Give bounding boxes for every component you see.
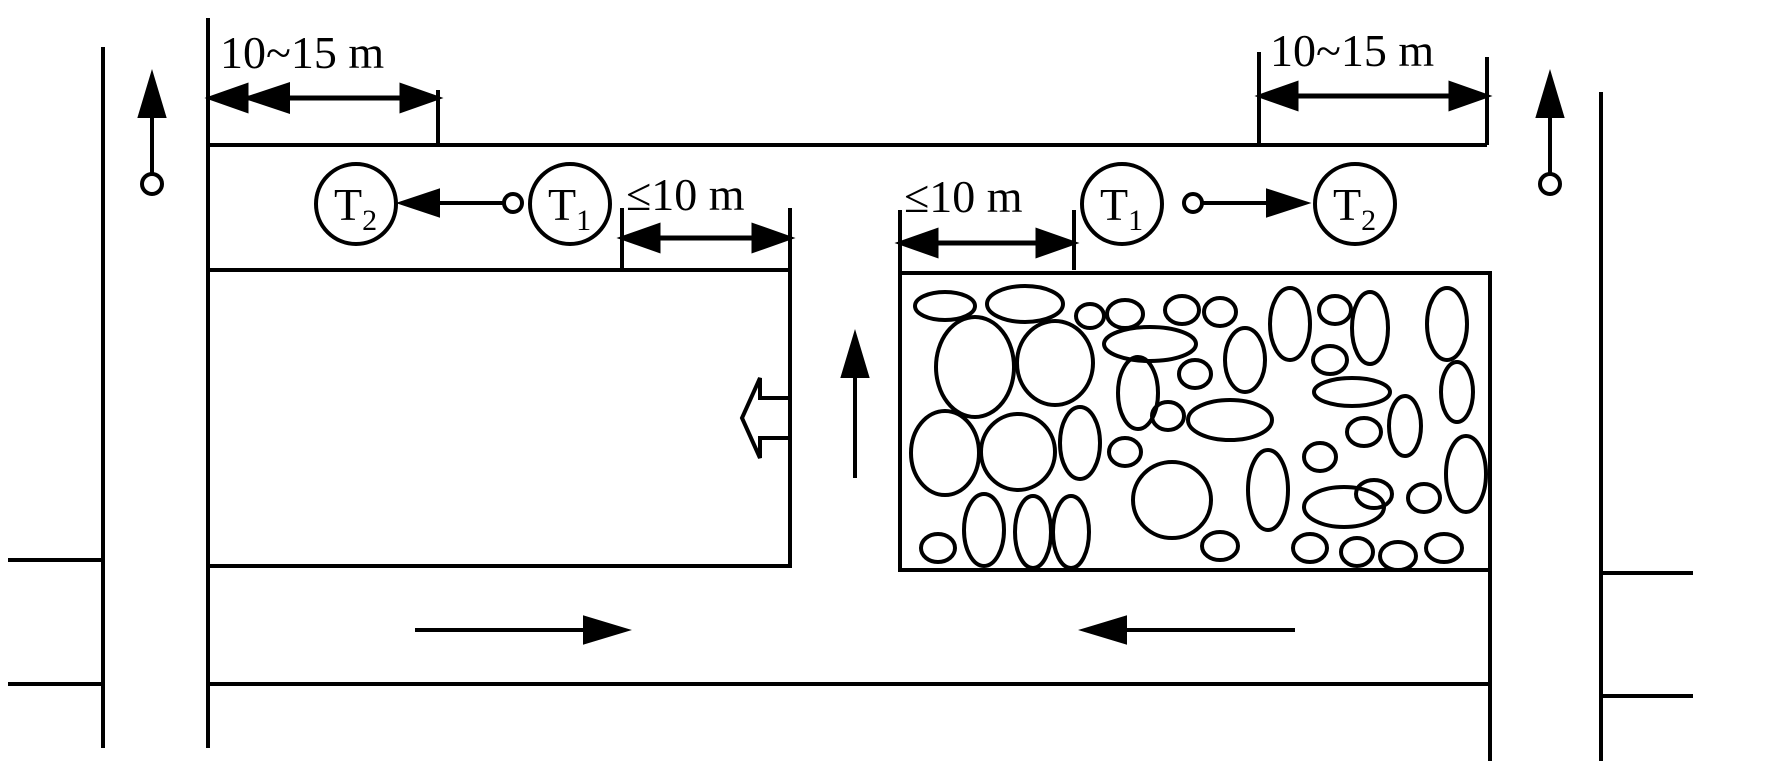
sensor-t2-right-label: T2 <box>1333 179 1376 237</box>
rubble-stone <box>1350 290 1390 366</box>
rubble-stone <box>1387 394 1423 458</box>
rubble-stone <box>1074 302 1106 330</box>
rubble-stone <box>1186 398 1274 442</box>
rubble-stone <box>909 409 981 497</box>
rubble-stone <box>1202 296 1238 328</box>
rubble-stone <box>1105 298 1145 330</box>
rubble-stone <box>1339 536 1375 568</box>
rubble-stone <box>1107 436 1143 468</box>
rubble-stone <box>1291 532 1329 564</box>
rubble-stone <box>1163 294 1201 326</box>
rubble-stone <box>913 290 977 322</box>
rubble-stone <box>1200 530 1240 562</box>
sensor-circles <box>314 162 1397 246</box>
rubble-stone <box>1102 325 1198 363</box>
rubble-stone <box>1051 494 1091 570</box>
sensor-t2-right <box>1313 162 1397 246</box>
dim-label-top-left: 10~15 m <box>220 27 384 78</box>
rubble-stone <box>919 532 957 564</box>
rubble-stone <box>1425 286 1469 362</box>
advance-direction-arrow <box>739 377 788 459</box>
sensor-t1-right <box>1080 162 1164 246</box>
rubble-stone <box>1406 482 1442 514</box>
dimension-arrows <box>204 80 1493 259</box>
rubble-stone <box>1312 376 1392 408</box>
rubble-stone <box>1131 460 1213 540</box>
rubble-stone <box>1223 326 1267 394</box>
airflow-arrows-vertical <box>137 69 1565 196</box>
airflow-arrows-bottom <box>415 615 1295 645</box>
rubble-stone <box>1177 358 1213 390</box>
rubble-stone <box>1058 405 1102 481</box>
rubble-stone <box>1317 294 1353 326</box>
rubble-stone <box>1246 448 1290 532</box>
sensor-t1-left-label: T1 <box>548 179 591 237</box>
rubble-stone <box>1439 360 1475 424</box>
rubble-stone <box>1116 355 1160 431</box>
dim-label-top-right: 10~15 m <box>1270 25 1434 76</box>
rubble-stone <box>985 284 1065 324</box>
rubble-stone <box>1013 494 1053 570</box>
rubble-stone <box>1015 319 1095 407</box>
rubble-stone <box>1378 540 1418 572</box>
rubble-stone <box>1302 485 1386 529</box>
rubble-stone <box>1302 441 1338 473</box>
left-panel-outline <box>208 268 792 568</box>
airflow-arrow-center <box>840 329 870 478</box>
right-panel-outline <box>898 271 1492 572</box>
goaf-rubble <box>909 284 1488 572</box>
rubble-stone <box>934 315 1016 419</box>
sensor-link-arrows <box>395 188 1312 218</box>
dim-label-mid-right: ≤10 m <box>904 171 1023 222</box>
rubble-stone <box>1268 286 1312 362</box>
rubble-stone <box>1345 416 1383 448</box>
sensor-t2-left-label: T2 <box>334 179 377 237</box>
rubble-stone <box>1424 532 1464 564</box>
rubble-stone <box>979 412 1057 492</box>
rubble-stone <box>1150 400 1186 432</box>
rubble-stone <box>1311 344 1349 376</box>
dim-label-mid-left: ≤10 m <box>626 169 745 220</box>
sensor-t1-left <box>528 162 612 246</box>
rubble-stone <box>1354 478 1394 510</box>
rubble-stone <box>962 492 1006 568</box>
sensor-t2-left <box>314 162 398 246</box>
sensor-t1-right-label: T1 <box>1100 179 1143 237</box>
rubble-stone <box>1444 434 1488 514</box>
